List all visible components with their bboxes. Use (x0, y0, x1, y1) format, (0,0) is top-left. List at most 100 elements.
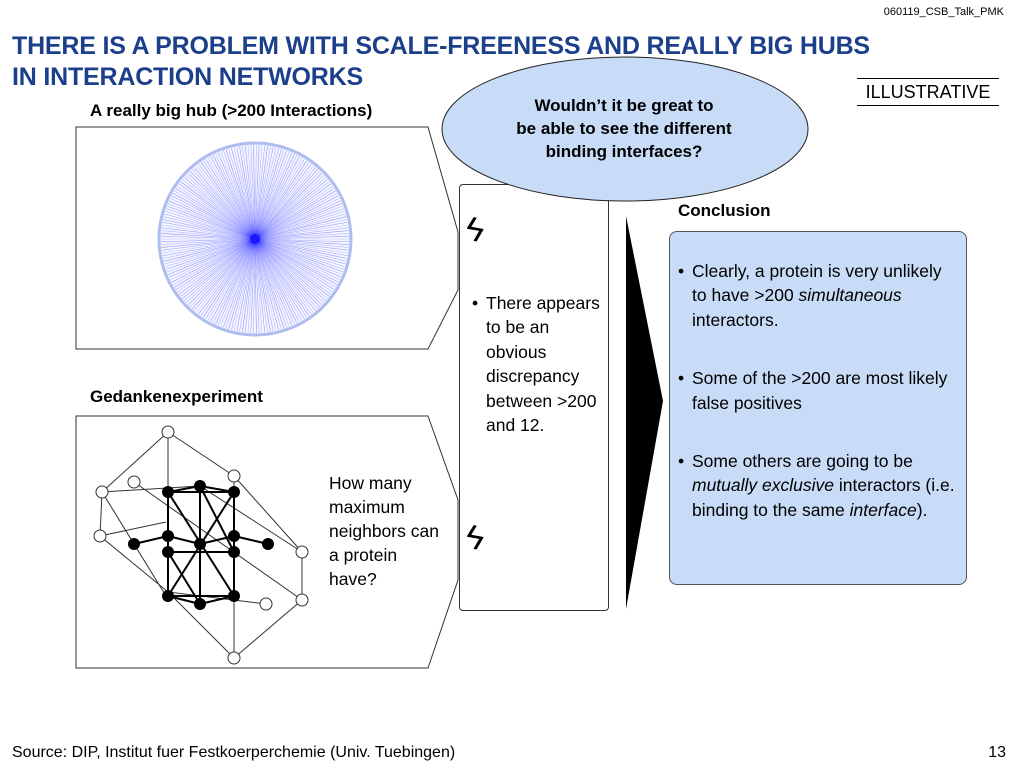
hub-spoke (205, 238, 256, 320)
hub-spoke (177, 238, 256, 293)
hub-spoke (254, 238, 349, 245)
hub-spoke (187, 238, 256, 306)
hub-spoke (254, 200, 342, 240)
hub-spoke (182, 238, 256, 299)
hub-spoke (254, 238, 332, 295)
hub-spoke (160, 235, 256, 240)
hub-spoke (254, 238, 348, 257)
hub-spoke (254, 238, 321, 308)
hub-spoke (225, 149, 256, 240)
hub-spoke (196, 238, 256, 313)
hub-spoke (254, 219, 347, 240)
hub-spoke (254, 185, 333, 240)
hub-spoke (254, 160, 308, 240)
hub-spoke (254, 238, 336, 288)
hub-spoke (231, 147, 256, 240)
hub-spoke (254, 238, 347, 262)
callout-line3: binding interfaces? (545, 142, 703, 161)
hub-spoke (172, 238, 256, 286)
hub-spoke (254, 238, 260, 333)
hub-spoke (254, 163, 312, 240)
hub-spoke (170, 238, 256, 281)
page-number: 13 (988, 744, 1006, 761)
hub-spoke (161, 238, 256, 251)
hub-spoke (174, 190, 256, 240)
illustrative-tag: ILLUSTRATIVE (857, 78, 999, 106)
hub-spoke (228, 238, 256, 330)
hub-spoke (163, 216, 256, 240)
hub-spoke (161, 227, 256, 240)
hub-spoke (254, 145, 266, 240)
hub-spoke (254, 149, 285, 240)
slide-title-line2: IN INTERACTION NETWORKS (12, 63, 363, 91)
hub-spoke (193, 167, 256, 240)
callout-bubble (441, 56, 809, 202)
lattice-diagram (93, 425, 309, 665)
hub-spoke (244, 145, 256, 240)
hub-spoke (253, 238, 256, 334)
hub-spoke (254, 145, 260, 240)
hub-spoke (236, 146, 256, 240)
hub-spoke (182, 179, 256, 240)
emphasis-text: simultaneous (798, 285, 902, 306)
hub-spoke (171, 195, 256, 240)
conclusion-item-2: Some of the >200 are most likely false p… (676, 366, 956, 415)
callout-line1: Wouldn’t it be great to (534, 96, 714, 115)
hub-spoke (254, 170, 321, 240)
hub-spoke (254, 238, 335, 290)
gedanken-label: Gedankenexperiment (90, 387, 263, 406)
hub-spoke (254, 144, 257, 240)
hub-spoke (202, 238, 256, 318)
hub-spoke (254, 213, 346, 240)
hub-spoke (254, 147, 279, 240)
hub-spoke (254, 238, 310, 317)
hub-spoke (254, 208, 345, 240)
hub-spoke (223, 238, 256, 328)
slide-title-line1: THERE IS A PROBLEM WITH SCALE-FREENESS A… (12, 32, 870, 60)
text-segment: Some others are going to be (692, 451, 913, 472)
hub-spoke (167, 238, 256, 275)
hub-spoke (254, 148, 282, 240)
hub-spoke (210, 238, 256, 322)
hub-spoke (175, 238, 256, 290)
hub-spoke (178, 183, 256, 240)
hub-spoke (231, 238, 256, 331)
hub-spoke (225, 238, 256, 329)
text-segment: ). (916, 499, 928, 520)
source-note: Source: DIP, Institut fuer Festkoerperch… (12, 744, 456, 761)
hub-spoke (239, 238, 256, 332)
hub-spoke (254, 238, 287, 328)
hub-spoke (193, 238, 256, 311)
hub-spoke (254, 238, 308, 318)
hub-spoke (168, 200, 256, 240)
hub-spoke (161, 238, 256, 254)
hub-spoke (212, 154, 256, 240)
hub-spoke (254, 203, 343, 240)
hub-spoke (254, 238, 325, 304)
conclusion-list: Clearly, a protein is very unlikely to h… (676, 259, 956, 556)
text-segment: interactors (i.e. binding to the same (692, 475, 955, 520)
hub-spoke (165, 238, 256, 270)
slide-title: THERE IS A PROBLEM WITH SCALE-FREENESS A… (12, 31, 992, 93)
hub-spoke (174, 238, 256, 288)
hub-spoke (161, 238, 256, 245)
hub-spoke (254, 145, 268, 240)
hub-spoke (191, 168, 256, 240)
hub-spoke (254, 238, 345, 267)
hub-spoke (254, 157, 303, 240)
hub-spoke (254, 192, 338, 240)
hub-spoke (254, 165, 314, 240)
hub-spoke (254, 183, 332, 240)
hub-spoke (254, 238, 333, 293)
hub-spoke (223, 150, 256, 240)
hub-spoke (254, 176, 326, 240)
hub-spoke (220, 151, 256, 240)
hub-spoke (254, 158, 305, 240)
hub-spoke (254, 238, 293, 326)
hub-spoke (254, 174, 325, 240)
emphasis-text: mutually exclusive (692, 475, 834, 496)
hub-spoke (254, 156, 300, 240)
hub-spoke (202, 160, 256, 240)
hub-spoke (254, 238, 319, 310)
text-segment: Clearly, a protein is very unlikely to h… (692, 261, 942, 306)
